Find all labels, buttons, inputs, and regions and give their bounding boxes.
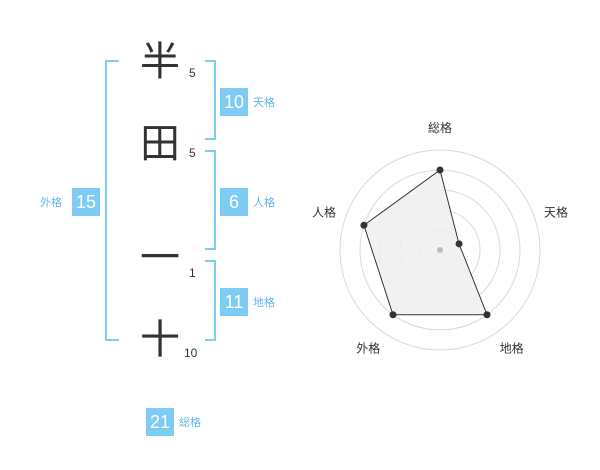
radar-axis-label: 地格 [500, 341, 524, 356]
radar-axis-label: 総格 [428, 120, 452, 135]
soukaku-label: 総格 [179, 416, 201, 429]
radar-point-2 [455, 240, 463, 248]
radar-ring [379, 189, 501, 311]
soukaku-value-badge: 21 [146, 408, 174, 436]
name-char-2: 田 [140, 121, 180, 167]
stroke-count-2: 5 [189, 146, 196, 160]
radar-axis-label: 人格 [312, 204, 336, 219]
radar-ring [419, 229, 461, 271]
radar-area [363, 169, 488, 316]
radar-center-dot [437, 247, 443, 253]
gaikaku-value-badge: 15 [72, 188, 100, 216]
radar-ring [339, 149, 541, 351]
name-char-1: 半 [140, 39, 180, 85]
gaikaku-bracket [105, 60, 119, 341]
radar-point-5 [360, 221, 368, 229]
stroke-count-1: 5 [189, 66, 196, 80]
chikaku-label: 地格 [253, 296, 275, 309]
jinkaku-bracket [205, 150, 216, 250]
chikaku-value-badge: 11 [220, 288, 248, 316]
name-char-4: 十 [140, 317, 180, 363]
radar-point-3 [483, 311, 491, 319]
jinkaku-label: 人格 [253, 196, 275, 209]
radar-point-4 [389, 311, 397, 319]
radar-axis-label: 天格 [544, 204, 568, 219]
radar-ring [399, 209, 481, 291]
stroke-count-3: 1 [189, 266, 196, 280]
name-char-3: 一 [140, 235, 180, 281]
chikaku-bracket [205, 260, 216, 341]
gaikaku-label: 外格 [40, 196, 62, 209]
tenkaku-value-badge: 10 [220, 88, 248, 116]
jinkaku-value-badge: 6 [220, 188, 248, 216]
tenkaku-bracket [205, 60, 216, 140]
radar-ring [359, 169, 521, 331]
tenkaku-label: 天格 [253, 96, 275, 109]
radar-point-1 [436, 166, 444, 174]
stroke-count-4: 10 [184, 346, 198, 360]
radar-axis-label: 外格 [356, 341, 380, 356]
